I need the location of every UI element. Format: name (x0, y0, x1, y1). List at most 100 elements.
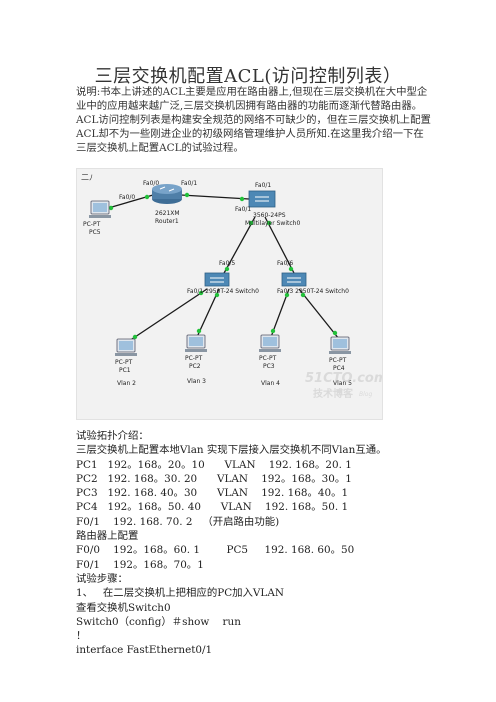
switch-left-node: Fa0/5 Fa0/1 2950T-24 Switch0 (187, 260, 259, 295)
status-light (198, 290, 204, 296)
status-light (332, 330, 338, 336)
link-router-l3 (180, 194, 250, 200)
pc5-name: PC5 (89, 229, 101, 236)
status-light (239, 196, 245, 202)
watermark-blog: 技术博客 (313, 387, 354, 400)
multilayer-switch-icon (248, 190, 276, 208)
watermark: 51CTO.com 技术博客 Blog (305, 371, 382, 400)
link-swleft-pc1 (128, 288, 208, 342)
steps-line: 查看交换机Switch0 (76, 601, 171, 614)
swright-port-top: Fa0/6 (277, 260, 293, 267)
router-icon (152, 184, 182, 204)
intro-paragraph: 说明:书本上讲述的ACL主要是应用在路由器上,但现在三层交换机在大中型企 业中的… (76, 85, 436, 155)
intro-line: 说明:书本上讲述的ACL主要是应用在路由器上,但现在三层交换机在大中型企 (76, 86, 428, 98)
watermark-tag: Blog (359, 391, 372, 398)
l3-port-left: Fa0/1 (235, 206, 251, 213)
corner-label: 二ﾉ (81, 173, 93, 182)
router-port-left: Fa0/0 (143, 180, 159, 187)
steps-line: PC1 192。168。20。10 VLAN 192. 168。20. 1 (76, 458, 352, 471)
status-light (214, 292, 220, 298)
link-l3-swright (264, 216, 296, 276)
steps-line: F0/0 192。168。60. 1 PC5 192. 168. 60。50 (76, 544, 355, 557)
pc-vlan: Vlan 5 (333, 380, 352, 387)
steps-line: 路由器上配置 (76, 530, 139, 543)
swright-label: Fa0/3 2950T-24 Switch0 (277, 288, 349, 295)
pc2-node: PC-PT PC2 Vlan 3 (185, 334, 207, 385)
intro-line: 业中的应用越来越广泛,三层交换机因拥有路由器的功能而逐渐代替路由器。 (76, 100, 423, 112)
steps-line: F0/1 192. 168. 70. 2 （开启路由功能) (76, 515, 280, 528)
switch-right-node: Fa0/6 Fa0/3 2950T-24 Switch0 (277, 260, 349, 295)
l3-switch-node: Fa0/1 Fa0/1 3560-24PS Multilayer Switch0 (235, 182, 300, 227)
steps-line: ！ (76, 630, 87, 643)
status-light (270, 328, 276, 334)
pc-name: PC2 (189, 363, 201, 370)
pc3-node: PC-PT PC3 Vlan 4 (259, 334, 281, 387)
status-light (144, 194, 150, 200)
steps-line: interface FastEthernet0/1 (76, 644, 213, 657)
pc-icon (89, 200, 111, 218)
pc-type: PC-PT (259, 355, 277, 362)
router-model: 2621XM (155, 210, 180, 217)
steps-line: 三层交换机上配置本地Vlan 实现下层接入层交换机不同Vlan互通。 (76, 444, 387, 457)
pc-icon (115, 338, 137, 356)
pc-name: PC4 (333, 365, 345, 372)
status-light (248, 220, 254, 226)
steps-line: PC2 192. 168。30. 20 VLAN 192。168。30。1 (76, 472, 352, 485)
router-node: Fa0/0 Fa0/1 2621XM Router1 (143, 180, 197, 225)
status-light (108, 205, 114, 211)
steps-line: F0/1 192。168。70。1 (76, 558, 204, 571)
steps-line: 试验步骤： (76, 572, 128, 585)
topology-diagram: 二ﾉ PC-PT PC5 Fa0/0 Fa0/0 Fa0/1 2621XM Ro… (81, 173, 382, 400)
steps-section: 试验拓扑介绍： 三层交换机上配置本地Vlan 实现下层接入层交换机不同Vlan互… (76, 429, 436, 658)
swleft-port-top: Fa0/5 (219, 260, 235, 267)
router-port-right: Fa0/1 (181, 180, 197, 187)
pc-icon (329, 336, 351, 354)
pc-icon (259, 334, 281, 352)
link-swright-pc3 (270, 288, 290, 338)
intro-line: 三层交换机上配置ACL的试验过程。 (76, 142, 244, 154)
pc-vlan: Vlan 2 (117, 380, 136, 387)
pc-name: PC1 (119, 367, 131, 374)
intro-line: ACL却不为一些刚进企业的初级网络管理维护人员所知.在这里我介绍一下在 (76, 128, 424, 140)
status-light (288, 266, 294, 272)
link-swleft-pc2 (196, 288, 220, 338)
pc-type: PC-PT (115, 359, 133, 366)
status-light (284, 292, 290, 298)
pc-type: PC-PT (329, 357, 347, 364)
watermark-site: 51CTO.com (305, 371, 382, 386)
l3-label: Multilayer Switch0 (245, 220, 300, 227)
pc5-type: PC-PT (83, 221, 101, 228)
router-name: Router1 (155, 218, 179, 225)
status-light (132, 334, 138, 340)
switch-icon (281, 272, 307, 287)
pc-vlan: Vlan 3 (187, 378, 206, 385)
steps-line: 1、 在二层交换机上把相应的PC加入VLAN (76, 587, 284, 600)
steps-line: Switch0（config）＃show run (76, 615, 241, 628)
pc-type: PC-PT (185, 355, 203, 362)
pc5-node: PC-PT PC5 (83, 200, 111, 236)
steps-line: PC4 192。168。50. 40 VLAN 192. 168。50. 1 (76, 501, 349, 514)
links (104, 194, 340, 342)
document-title: 三层交换机配置ACL(访问控制列表） (94, 66, 402, 87)
l3-port-up: Fa0/1 (255, 182, 271, 189)
swleft-label: Fa0/1 2950T-24 Switch0 (187, 288, 259, 295)
pc-name: PC3 (263, 363, 275, 370)
steps-line: PC3 192. 168. 40。30 VLAN 192. 168。40。1 (76, 487, 349, 500)
link-swright-pc4 (298, 288, 340, 340)
pc-vlan: Vlan 4 (261, 380, 280, 387)
status-light (196, 328, 202, 334)
link-l3-swleft (222, 216, 256, 276)
status-light (266, 220, 272, 226)
pc1-node: PC-PT PC1 Vlan 2 (115, 338, 137, 387)
switch-icon (204, 272, 230, 287)
status-light (184, 192, 190, 198)
status-light (224, 266, 230, 272)
pc4-node: PC-PT PC4 Vlan 5 (329, 336, 352, 387)
l3-model: 3560-24PS (253, 212, 286, 219)
topology-figure: 二ﾉ PC-PT PC5 Fa0/0 Fa0/0 Fa0/1 2621XM Ro… (76, 168, 383, 420)
steps-line: 试验拓扑介绍： (76, 430, 149, 442)
status-light (300, 292, 306, 298)
pc-icon (185, 334, 207, 352)
port-label: Fa0/0 (119, 194, 135, 201)
link-status-lights (108, 192, 338, 340)
